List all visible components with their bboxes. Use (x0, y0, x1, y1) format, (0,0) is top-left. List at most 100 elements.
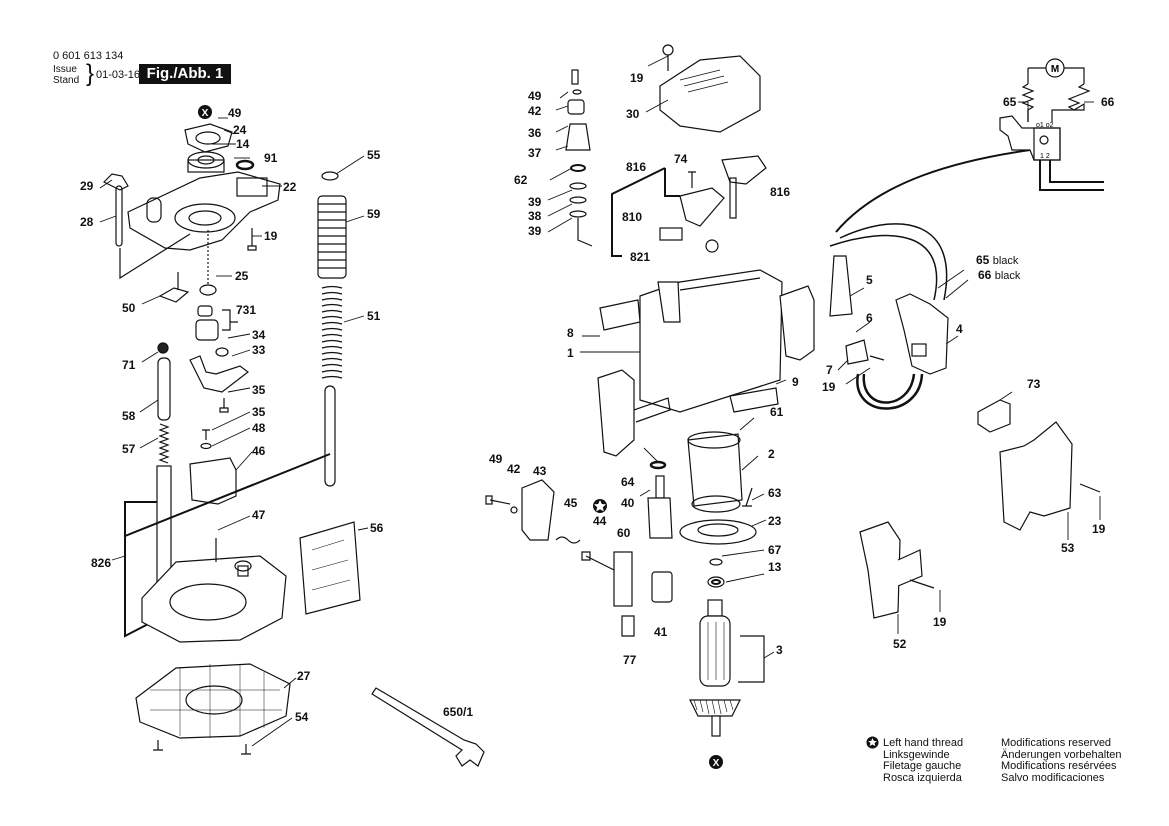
part-label: 38 (528, 209, 542, 223)
part-label: 63 (768, 486, 782, 500)
part-label: 6 (866, 311, 873, 325)
part-label: 810 (622, 210, 643, 224)
part-label: 23 (768, 514, 782, 528)
washer-42b (510, 506, 518, 514)
part-label: 13 (768, 560, 782, 574)
part-label: 34 (252, 328, 266, 342)
part-label: 22 (283, 180, 297, 194)
wiring-label-66: 66 (1101, 95, 1115, 109)
wrench-650-1 (371, 687, 485, 767)
legend-line: Modifications resérvées (1001, 760, 1117, 772)
part-label: 39 (528, 224, 542, 238)
part-label: 30 (626, 107, 640, 121)
clip-29 (102, 173, 129, 191)
brush-810 (659, 227, 683, 241)
part-label: 4 (956, 322, 963, 336)
part-label: 731 (236, 303, 257, 317)
bracket-816a (611, 167, 666, 257)
issue-label: Issue Stand (53, 64, 79, 86)
oring-55 (321, 171, 339, 181)
legend-line: Modifications reserved (1001, 737, 1112, 749)
legend-line: Salvo modificaciones (1001, 771, 1105, 784)
part-label: 816 (626, 160, 647, 174)
ball-71 (157, 342, 169, 354)
screw-54a (153, 740, 163, 751)
switch-4 (895, 293, 949, 375)
base-plate-27 (135, 663, 291, 739)
part-label: 49 (528, 89, 542, 103)
screw-19e (909, 579, 935, 589)
leader-lines (99, 55, 1101, 747)
part-label: 56 (370, 521, 384, 535)
part-label: 19 (630, 71, 644, 85)
stop-46 (189, 457, 237, 505)
rod-right (324, 385, 336, 487)
screw-49b (571, 69, 579, 85)
washer-42a (572, 89, 582, 95)
screw-35a (219, 398, 229, 413)
left-hand-thread-icon (866, 736, 879, 749)
part-label: 52 (893, 637, 907, 651)
resistor-right (1051, 83, 1091, 122)
chip-shield-56 (299, 521, 361, 615)
issue-brace: } (86, 60, 95, 87)
part-label: 25 (235, 269, 249, 283)
handle-left (597, 369, 671, 457)
part-label: 826 (91, 556, 112, 570)
field-coil-2 (687, 431, 743, 513)
part-label: 816 (770, 185, 791, 199)
cord-clamp-7 (845, 339, 869, 365)
part-label: 9 (792, 375, 799, 389)
part-label: 62 (514, 173, 528, 187)
motor-cover-30 (659, 55, 761, 133)
part-label: 39 (528, 195, 542, 209)
collet-41 (651, 571, 673, 603)
part-label: 8 (567, 326, 574, 340)
washer-38 (569, 196, 587, 204)
wire-number: 66 (978, 268, 992, 282)
clip-77 (621, 615, 635, 637)
spring-57 (158, 423, 170, 464)
part-label: 60 (617, 526, 631, 540)
brush-holder-a (679, 187, 725, 227)
part-label: 28 (80, 215, 94, 229)
bracket-826 (124, 501, 157, 638)
part-label: 91 (264, 151, 278, 165)
part-label: 14 (236, 137, 250, 151)
part-label: 61 (770, 405, 784, 419)
screw-63 (742, 487, 753, 507)
part-label: 5 (866, 273, 873, 287)
washer-39b (569, 210, 587, 218)
screw-35b (202, 429, 210, 440)
part-label: 45 (564, 496, 578, 510)
figure-label: Fig./Abb. 1 (139, 64, 231, 84)
cord (835, 149, 1031, 233)
left-hand-thread-icon-44 (593, 499, 607, 513)
part-label: 650/1 (443, 705, 474, 719)
part-label: 66 black (978, 269, 1020, 282)
oring-62 (570, 164, 586, 172)
knob-43 (521, 479, 555, 541)
spring-59 (317, 195, 347, 279)
part-label: 74 (674, 152, 688, 166)
flange-24 (184, 123, 233, 153)
baffle-23 (679, 519, 757, 545)
part-label: 35 (252, 405, 266, 419)
part-label: 51 (367, 309, 381, 323)
wire-color: black (992, 255, 1019, 267)
cable-guard-5 (829, 255, 853, 317)
part-label: 7 (826, 363, 833, 377)
part-label: 41 (654, 625, 668, 639)
handle-cover-53 (999, 421, 1073, 531)
spindle-40 (647, 475, 673, 539)
part-label: 33 (252, 343, 266, 357)
screw-19b (662, 44, 674, 71)
part-label: 46 (252, 444, 266, 458)
legend-line: Filetage gauche (883, 760, 962, 772)
part-731-b (195, 319, 219, 341)
part-label: 19 (822, 380, 836, 394)
oring-91 (235, 159, 255, 171)
label-9 (729, 387, 779, 413)
switch-bottom-terminals: 1 2 (1040, 153, 1050, 160)
